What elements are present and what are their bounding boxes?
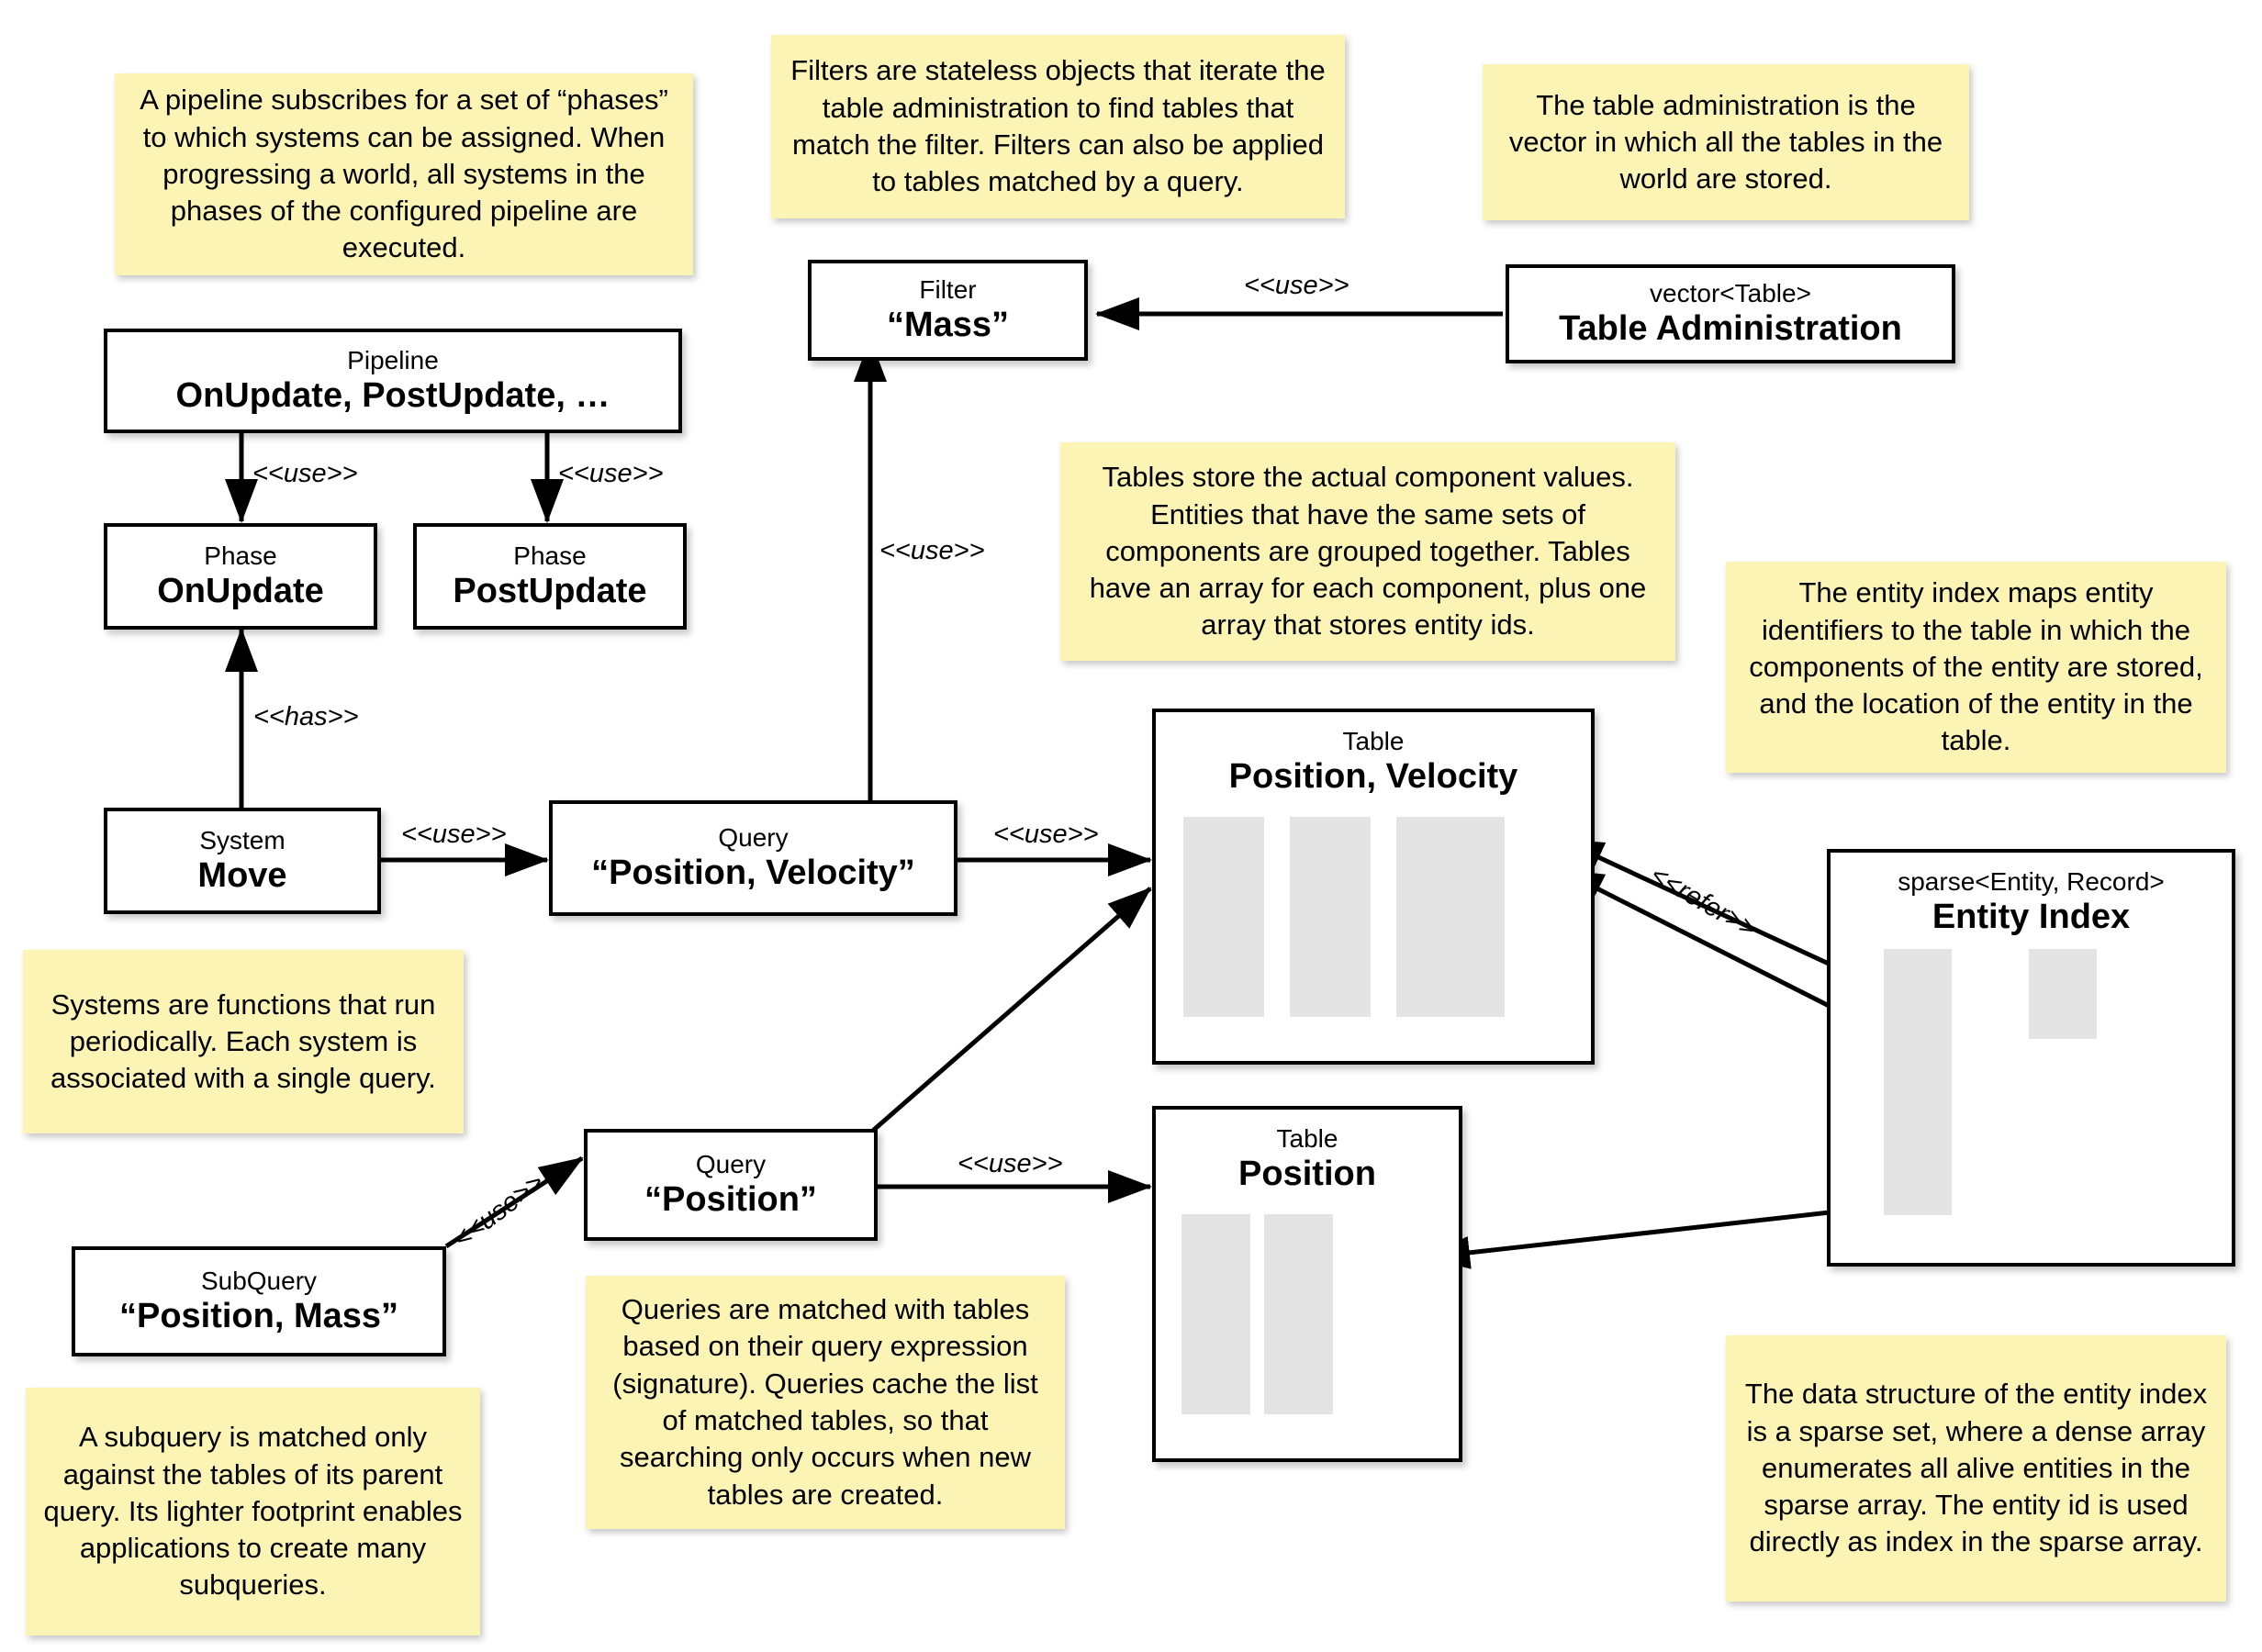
edge-label-pipeline-to-postupdate: <<use>> [558, 459, 664, 488]
box-query-position-velocity[interactable]: Query “Position, Velocity” [549, 800, 957, 916]
note-tables: Tables store the actual component values… [1060, 442, 1675, 661]
note-pipeline: A pipeline subscribes for a set of “phas… [115, 73, 693, 275]
note-sparse-set: The data structure of the entity index i… [1726, 1335, 2226, 1602]
box-table-position[interactable]: Table Position [1152, 1106, 1462, 1462]
table-column [1181, 1213, 1250, 1414]
note-systems: Systems are functions that run periodica… [23, 950, 464, 1133]
edge-label-subquery-to-query: <<use>> [448, 1167, 550, 1255]
box-query-position-stereotype: Query [695, 1150, 767, 1179]
note-queries: Queries are matched with tables based on… [586, 1276, 1065, 1529]
box-subquery-position-mass-name: “Position, Mass” [118, 1297, 399, 1336]
box-table-position-velocity[interactable]: Table Position, Velocity [1152, 709, 1595, 1065]
sparse-array-column [1884, 948, 1952, 1215]
box-system-move-name: Move [197, 856, 287, 896]
table-column [1264, 1213, 1333, 1414]
box-system-move[interactable]: System Move [104, 808, 381, 914]
note-subquery: A subquery is matched only against the t… [26, 1388, 480, 1635]
table-column [1183, 816, 1264, 1017]
table-column [1290, 816, 1371, 1017]
table-position-columns [1156, 1194, 1459, 1458]
box-phase-postupdate-name: PostUpdate [453, 572, 647, 611]
box-subquery-position-mass-stereotype: SubQuery [200, 1267, 318, 1296]
edge-label-query-to-filter: <<use>> [879, 536, 985, 565]
box-phase-postupdate[interactable]: Phase PostUpdate [413, 523, 687, 630]
box-phase-onupdate-name: OnUpdate [157, 572, 324, 611]
box-table-administration[interactable]: vector<Table> Table Administration [1506, 264, 1955, 363]
edge-label-admin-to-filter: <<use>> [1244, 271, 1349, 300]
box-table-position-name: Position [1238, 1155, 1376, 1194]
box-table-position-velocity-name: Position, Velocity [1228, 757, 1518, 797]
box-phase-onupdate-stereotype: Phase [204, 541, 277, 571]
box-pipeline[interactable]: Pipeline OnUpdate, PostUpdate, … [104, 329, 682, 433]
edge-label-pipeline-to-onupdate: <<use>> [252, 459, 358, 488]
note-entity-index: The entity index maps entity identifiers… [1726, 562, 2226, 773]
box-query-position[interactable]: Query “Position” [584, 1129, 878, 1241]
edge-label-system-to-phase: <<has>> [253, 702, 359, 731]
edge-label-entity-index-refer: <<refer>> [1645, 860, 1762, 944]
edge-label-system-to-query: <<use>> [401, 820, 507, 849]
box-filter-mass-name: “Mass” [886, 306, 1010, 345]
dense-array-column [2029, 948, 2097, 1039]
box-subquery-position-mass[interactable]: SubQuery “Position, Mass” [72, 1246, 446, 1356]
edge-label-query-position-to-table: <<use>> [957, 1149, 1063, 1178]
note-filters: Filters are stateless objects that itera… [771, 35, 1345, 218]
note-table-administration: The table administration is the vector i… [1483, 64, 1969, 220]
box-table-position-velocity-stereotype: Table [1342, 727, 1405, 755]
box-table-administration-name: Table Administration [1559, 309, 1902, 349]
edge-query-position-to-table-pv [866, 887, 1152, 1137]
box-filter-mass[interactable]: Filter “Mass” [808, 260, 1088, 361]
edge-entity-index-to-table-position [1426, 1207, 1855, 1269]
box-entity-index-name: Entity Index [1932, 898, 2131, 937]
box-table-position-stereotype: Table [1276, 1124, 1338, 1153]
box-filter-mass-stereotype: Filter [919, 275, 977, 305]
box-query-position-velocity-name: “Position, Velocity” [591, 854, 915, 893]
edge-label-query-to-table: <<use>> [993, 820, 1099, 849]
box-system-move-stereotype: System [199, 826, 286, 855]
box-query-position-name: “Position” [644, 1180, 817, 1220]
box-entity-index[interactable]: sparse<Entity, Record> Entity Index [1827, 849, 2235, 1267]
box-query-position-velocity-stereotype: Query [718, 823, 789, 853]
table-column [1396, 816, 1505, 1017]
box-table-administration-stereotype: vector<Table> [1650, 279, 1811, 308]
box-entity-index-stereotype: sparse<Entity, Record> [1898, 867, 2165, 896]
entity-index-arrays [1831, 937, 2232, 1263]
box-pipeline-name: OnUpdate, PostUpdate, … [175, 376, 610, 416]
box-pipeline-stereotype: Pipeline [347, 346, 439, 375]
box-phase-postupdate-stereotype: Phase [513, 541, 587, 571]
box-phase-onupdate[interactable]: Phase OnUpdate [104, 523, 377, 630]
table-position-velocity-columns [1156, 797, 1591, 1061]
